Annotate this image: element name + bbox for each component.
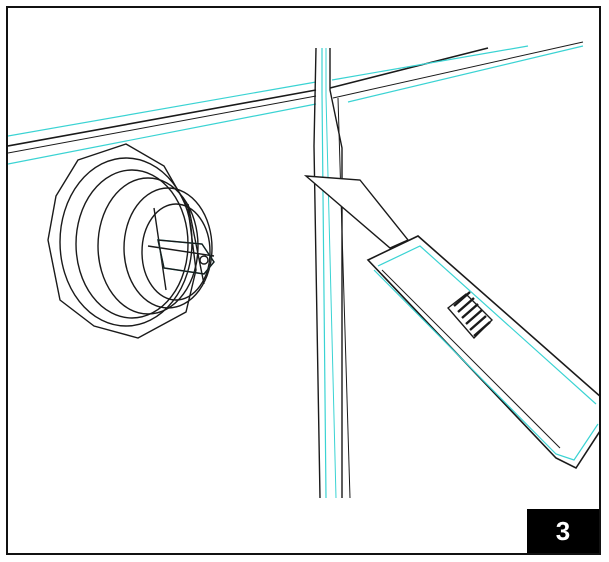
illustration	[8, 41, 599, 499]
wall-socket-icon	[47, 143, 215, 339]
step-frame: 3	[6, 6, 601, 555]
step-number-badge: 3	[527, 509, 599, 553]
slider-grip-icon	[446, 291, 493, 340]
tile-wall-icon	[8, 41, 584, 165]
step-number: 3	[555, 515, 571, 546]
grout-joint-icon	[313, 47, 351, 499]
utility-knife-icon	[303, 175, 599, 470]
